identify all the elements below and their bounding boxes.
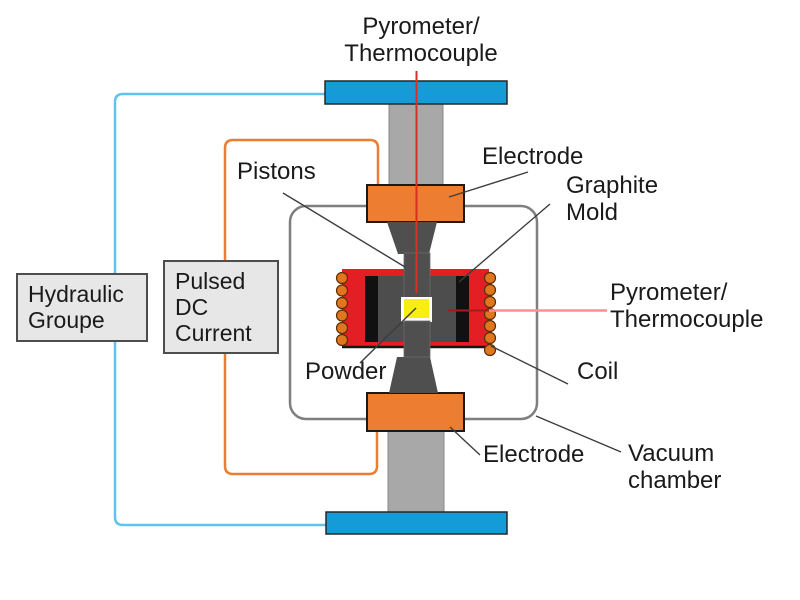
lower-punch (403, 320, 431, 358)
graphite-mold-wall-left (365, 276, 378, 342)
dc-wire-orange-bottom (223, 353, 379, 476)
coil-pointer-line (490, 345, 569, 385)
callout-lines (282, 171, 622, 456)
pistons-label: Pistons (237, 158, 316, 185)
pulsed-dc-current-box: Pulsed DC Current (163, 260, 279, 354)
electrode-top-label: Electrode (482, 143, 584, 170)
electrode-top-pointer-line (448, 171, 529, 198)
hydraulic-group-box: Hydraulic Groupe (16, 273, 148, 342)
lower-ram-plate (325, 511, 508, 535)
graphite-mold-wall-right (456, 276, 469, 342)
electrode-bottom-label: Electrode (483, 441, 585, 468)
lower-piston-cone (389, 357, 438, 393)
upper-piston-cone (387, 222, 437, 254)
pistons-pointer-line (282, 192, 406, 268)
coil-label: Coil (577, 358, 619, 385)
vacuum-chamber-pointer-line (535, 415, 622, 453)
dc-wire-orange-top (223, 138, 380, 261)
pyrometer-thermocouple-top-label: Pyrometer/ Thermocouple (344, 13, 498, 67)
graphite-mold-pointer-line (458, 203, 551, 283)
electrode-bottom-pointer-line (449, 426, 481, 456)
graphite-mold-label: Graphite Mold (566, 172, 659, 226)
vacuum-chamber-label: Vacuum chamber (628, 440, 722, 494)
lower-ram-column (387, 430, 445, 513)
lower-electrode-block (366, 392, 465, 432)
powder-pointer-line (359, 307, 417, 364)
powder-label: Powder (305, 358, 387, 385)
coil-dots-left (335, 271, 349, 347)
pyrometer-thermocouple-right-label: Pyrometer/ Thermocouple (610, 279, 764, 333)
